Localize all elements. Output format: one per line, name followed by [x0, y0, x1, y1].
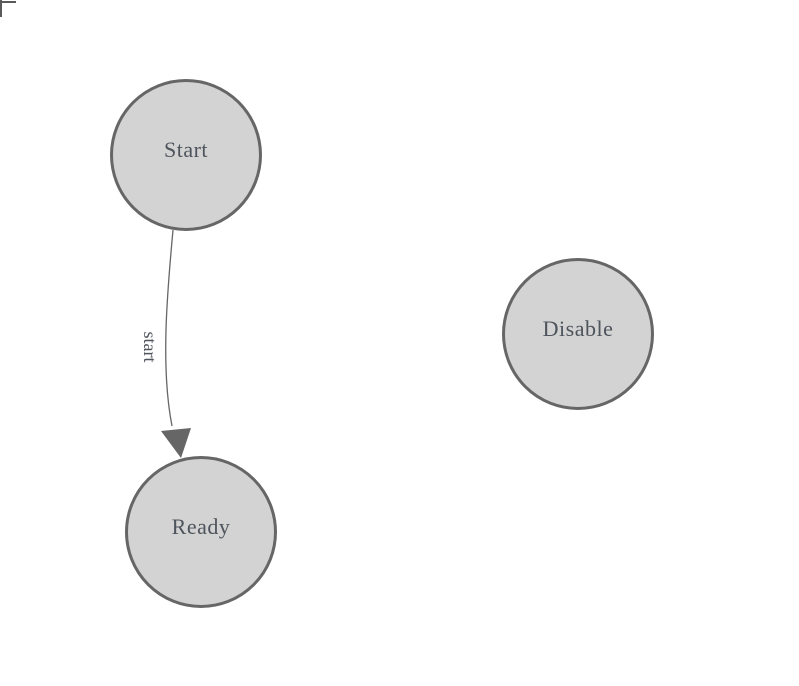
arrowhead-icon: [161, 428, 191, 458]
state-node-disable[interactable]: Disable: [502, 258, 654, 410]
state-node-disable-label: Disable: [542, 316, 614, 341]
edge-start-to-ready[interactable]: [165, 229, 174, 427]
state-node-ready-label: Ready: [171, 514, 231, 539]
canvas-corner-mark: [0, 0, 16, 17]
state-node-start[interactable]: Start: [110, 79, 262, 231]
state-node-ready[interactable]: Ready: [125, 456, 277, 608]
state-node-start-label: Start: [163, 137, 209, 162]
edge-label: start: [140, 332, 160, 363]
